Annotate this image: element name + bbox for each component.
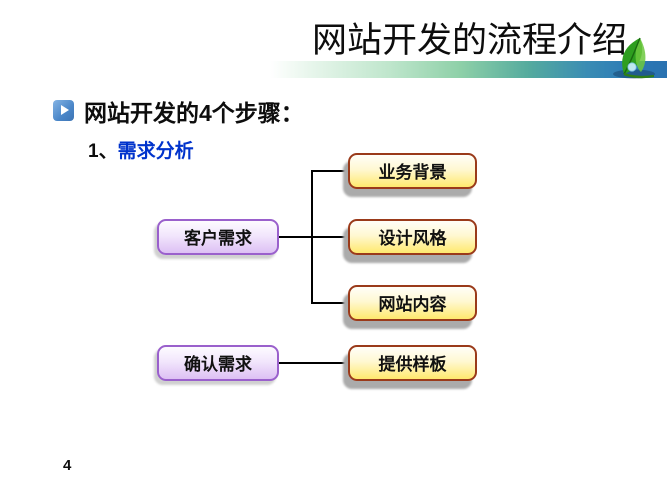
play-triangle-icon — [61, 105, 69, 115]
header-gradient-bar — [270, 61, 667, 78]
edge-to-design-style — [311, 236, 349, 238]
step-number: 1、 — [88, 141, 118, 162]
step-topic: 需求分析 — [117, 141, 194, 162]
step-one-line: 1、需求分析 — [88, 136, 194, 163]
diagram-node-customer-needs: 客户需求 — [157, 219, 279, 255]
leaf-icon — [613, 37, 655, 79]
edge-to-business-background — [311, 170, 349, 172]
edge-customer-trunk — [277, 236, 313, 238]
diagram-node-design-style: 设计风格 — [348, 219, 477, 255]
section-heading: 网站开发的4个步骤： — [84, 100, 304, 126]
play-bullet-icon — [53, 100, 74, 121]
edge-to-website-content — [311, 302, 349, 304]
diagram-node-business-background: 业务背景 — [348, 153, 477, 189]
diagram-node-website-content: 网站内容 — [348, 285, 477, 321]
page-title: 网站开发的流程介绍 — [312, 21, 628, 60]
diagram-node-provide-sample: 提供样板 — [348, 345, 477, 381]
page-number: 4 — [63, 457, 72, 474]
diagram-node-confirm-needs: 确认需求 — [157, 345, 279, 381]
edge-confirm-to-sample — [279, 362, 349, 364]
